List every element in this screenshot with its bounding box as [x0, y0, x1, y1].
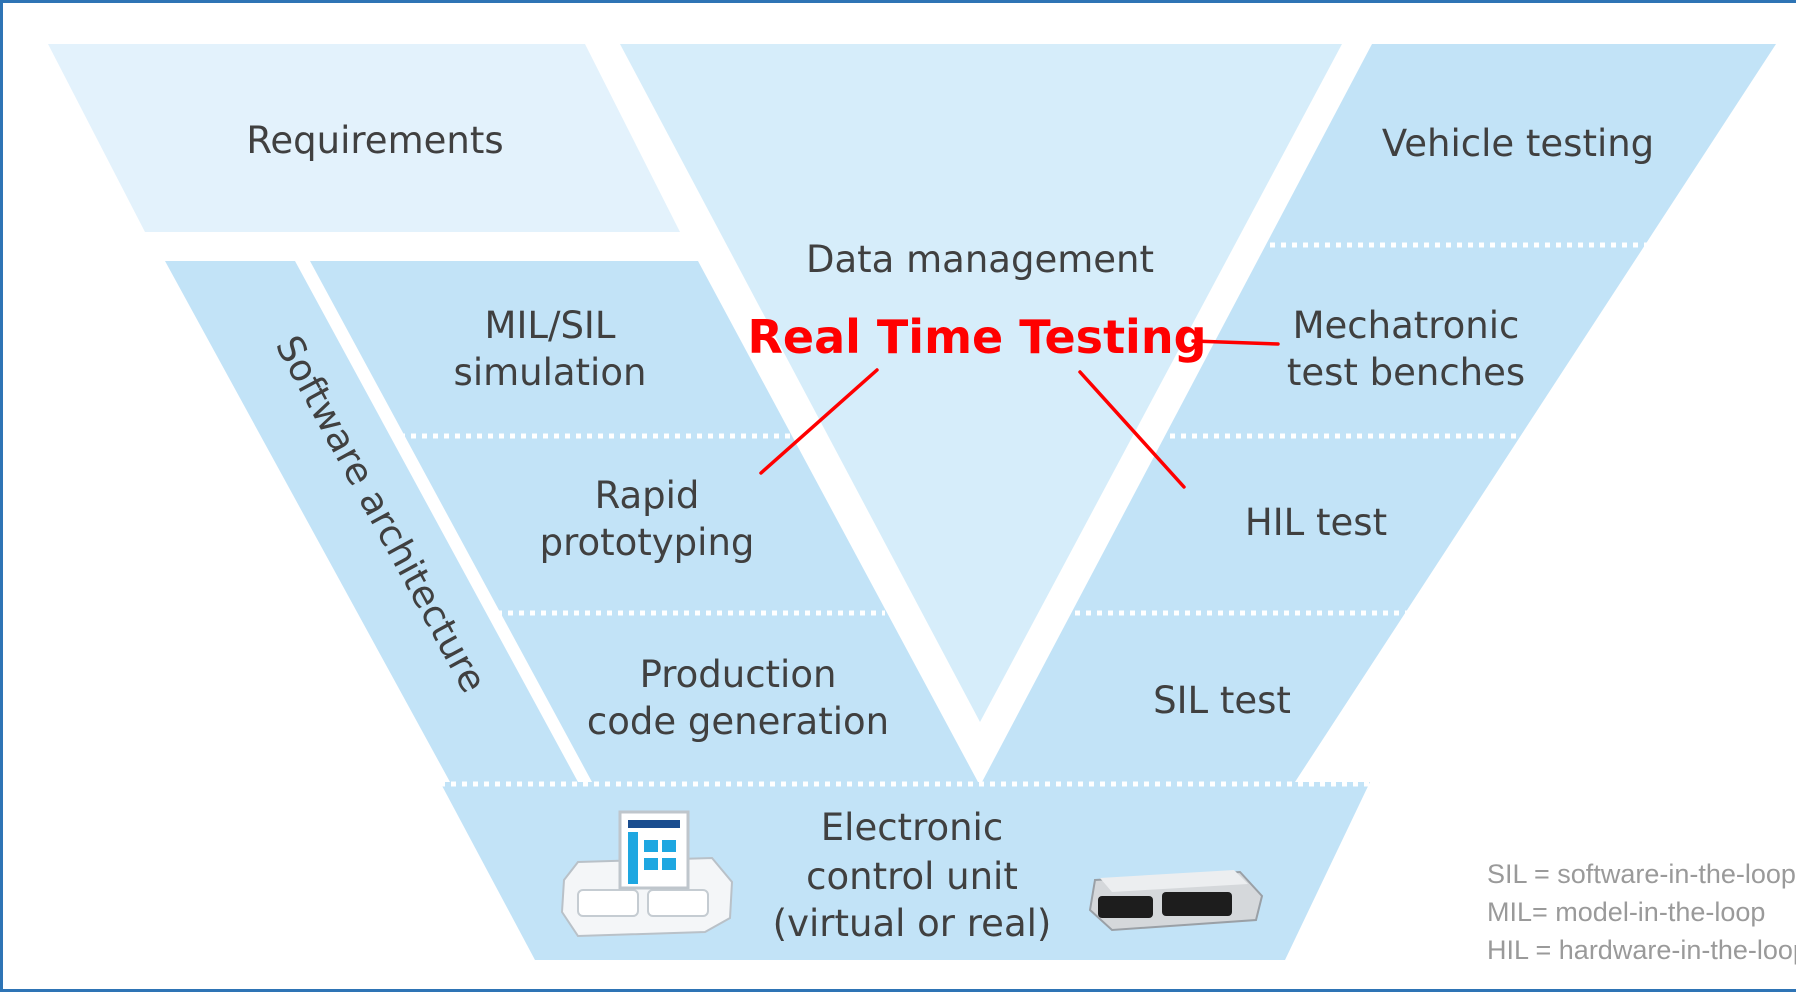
legend-mil: MIL= model-in-the-loop — [1487, 897, 1765, 927]
vehicle-testing-label: Vehicle testing — [1382, 122, 1654, 165]
production-code-label-line2: code generation — [587, 700, 889, 743]
hil-test-label: HIL test — [1245, 501, 1387, 544]
virtual-ecu-icon — [560, 810, 734, 938]
legend-hil: HIL = hardware-in-the-loop — [1487, 935, 1796, 965]
annotation-pointer-rapid — [759, 368, 879, 475]
mil-sil-label-line1: MIL/SIL — [485, 304, 616, 347]
data-management-label: Data management — [806, 238, 1154, 281]
ecu-label-line2: control unit — [806, 855, 1018, 898]
production-code-label-line1: Production — [640, 653, 837, 696]
annotation-pointer-mechatronic — [1191, 339, 1280, 346]
legend-sil: SIL = software-in-the-loop — [1487, 859, 1796, 889]
mechatronic-label-line1: Mechatronic — [1293, 304, 1520, 347]
data-management-region — [620, 44, 1342, 722]
requirements-region — [48, 44, 680, 232]
annotation-pointer-hil — [1078, 370, 1186, 489]
sil-test-label: SIL test — [1153, 679, 1291, 722]
rapid-prototyping-label-line1: Rapid — [595, 474, 700, 517]
mechatronic-label-line2: test benches — [1287, 351, 1525, 394]
requirements-label: Requirements — [246, 119, 503, 162]
real-ecu-icon — [1088, 870, 1264, 932]
real-time-testing-label: Real Time Testing — [747, 310, 1206, 364]
ecu-label-line1: Electronic — [821, 806, 1003, 849]
ecu-label-line3: (virtual or real) — [773, 902, 1052, 945]
left-arm-region — [310, 261, 978, 782]
rapid-prototyping-label-line2: prototyping — [540, 521, 755, 564]
mil-sil-label-line2: simulation — [454, 351, 647, 394]
right-arm-region — [982, 44, 1776, 782]
software-architecture-region — [165, 261, 578, 782]
